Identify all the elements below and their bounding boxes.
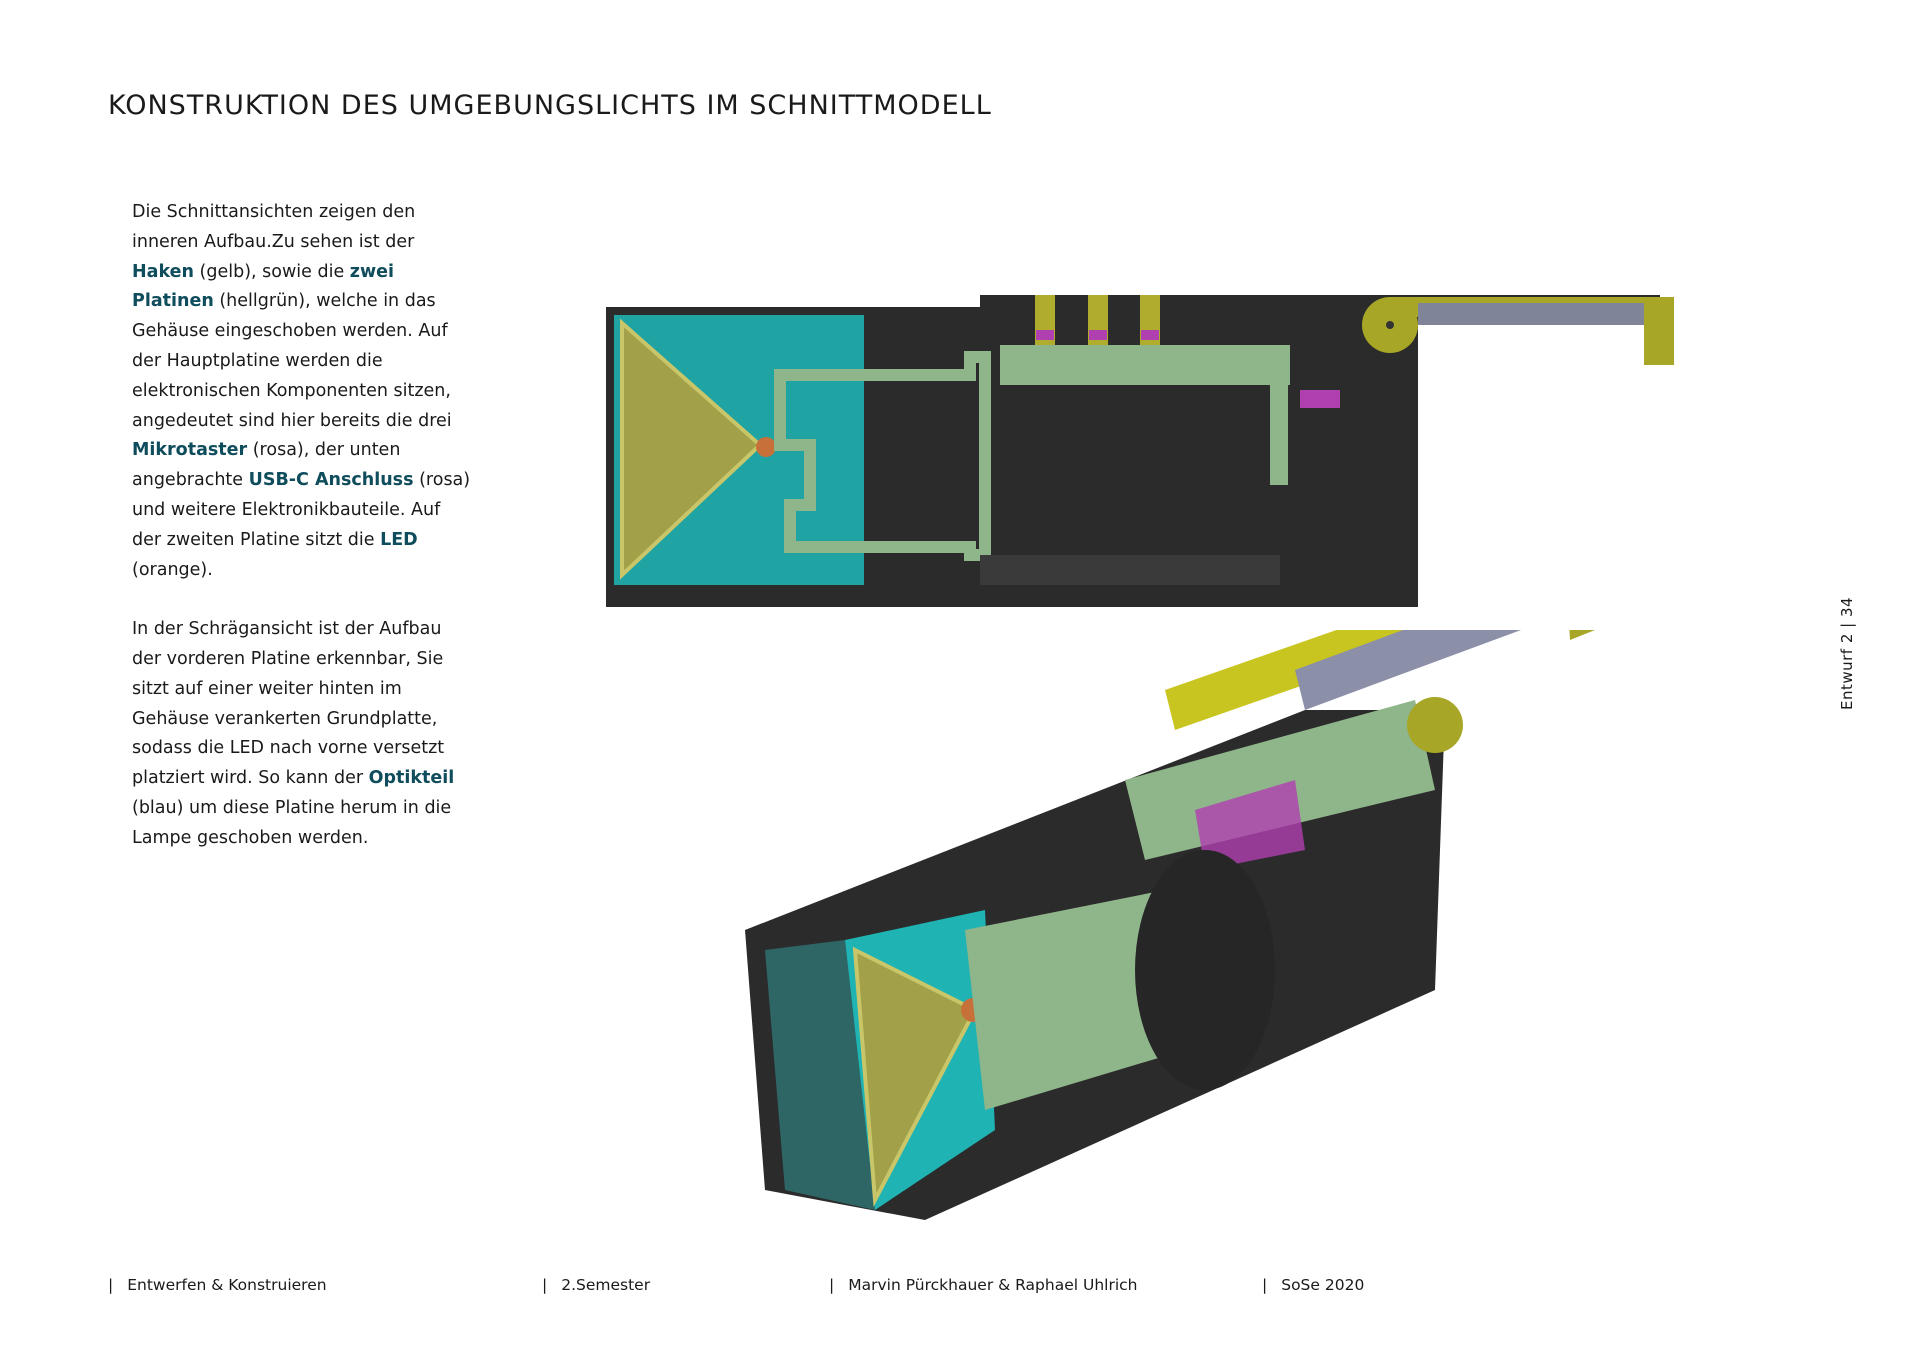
oblique-view-image [745,630,1595,1220]
highlight-term: Haken [132,261,194,282]
footer-authors-text: Marvin Pürckhauer & Raphael Uhlrich [848,1276,1138,1294]
text-run: Zu sehen ist der [271,231,415,252]
highlight-term: zwei Platinen [132,261,395,312]
highlight-term: USB-C Anschluss [248,470,414,491]
text-run: Die Schnittansichten zeigen den inneren … [132,202,416,252]
footer-course: |Entwerfen & Konstruieren [108,1276,327,1294]
text-run: (orange). [132,559,213,580]
highlight-term: LED [380,529,418,550]
footer-semester: |2.Semester [542,1276,651,1294]
highlight-term: Optikteil [368,768,455,789]
page-number-label: Entwurf 2 | 34 [1838,596,1856,710]
footer-term: |SoSe 2020 [1262,1276,1365,1294]
body-text: Die Schnittansichten zeigen den inneren … [132,198,472,883]
text-run: (hellgrün), welche in das Gehäuse einges… [132,291,452,431]
highlight-term: Mikrotaster [132,440,248,461]
text-run: (blau) um diese Platine herum in die Lam… [132,797,452,848]
footer-authors: |Marvin Pürckhauer & Raphael Uhlrich [829,1276,1138,1294]
footer-semester-text: 2.Semester [561,1276,651,1294]
section-view-image [606,295,1674,607]
text-run: In der Schrägansicht ist der Aufbau der … [132,619,445,789]
footer-term-text: SoSe 2020 [1281,1276,1365,1294]
text-run: (rosa), der unten angebrachte [132,440,401,491]
paragraph-components: Die Schnittansichten zeigen den inneren … [132,198,472,585]
page-title: KONSTRUKTION DES UMGEBUNGSLICHTS IM SCHN… [108,90,992,121]
text-run: (gelb), sowie die [193,261,350,282]
text-run: (rosa) und weitere Elektronikbauteile. A… [132,470,471,550]
paragraph-oblique-view: In der Schrägansicht ist der Aufbau der … [132,615,472,853]
footer-course-text: Entwerfen & Konstruieren [127,1276,327,1294]
